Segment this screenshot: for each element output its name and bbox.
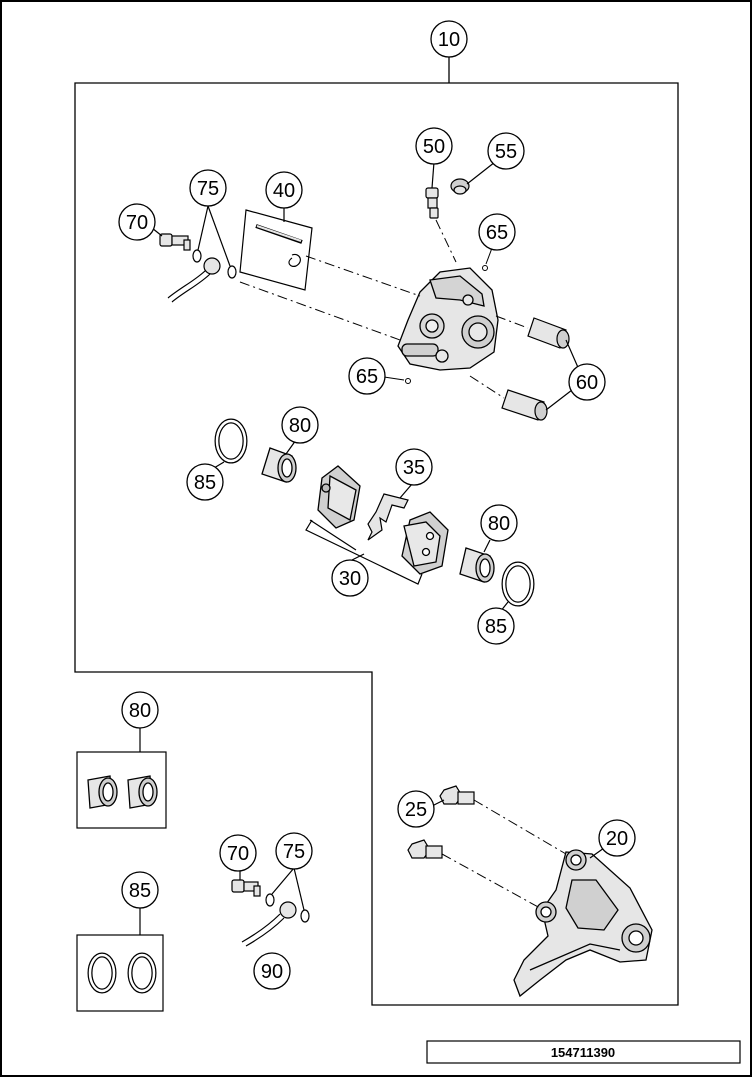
callout-65-upper: 65: [478, 213, 516, 251]
callout-40: 40: [265, 171, 303, 209]
brake-pad-left: [317, 465, 361, 529]
callout-80-mid-label: 80: [488, 513, 510, 535]
screw-65-lower: [405, 378, 411, 384]
washer-lower-1: [265, 893, 275, 907]
callout-85-box-label: 85: [129, 880, 151, 902]
bleeder-screw-part: [425, 187, 439, 219]
washer-lower-2: [300, 909, 310, 923]
callout-80-box-label: 80: [129, 700, 151, 722]
callout-55-label: 55: [495, 141, 517, 163]
callout-60: 60: [568, 363, 606, 401]
reference-number: 154711390: [551, 1045, 615, 1060]
callout-80-box: 80: [121, 691, 159, 729]
callout-30-label: 30: [339, 568, 361, 590]
callout-10-label: 10: [438, 29, 460, 51]
callout-80-upper-label: 80: [289, 415, 311, 437]
callout-25-label: 25: [405, 799, 427, 821]
callout-40-label: 40: [273, 180, 295, 202]
washer-upper-1: [192, 249, 202, 263]
callout-75-upper-label: 75: [197, 178, 219, 200]
callout-30: 30: [331, 559, 369, 597]
assembly-outline: [74, 82, 679, 1006]
screw-65-top: [482, 265, 488, 271]
callout-70-upper-label: 70: [126, 212, 148, 234]
piston-80-right: [459, 547, 495, 583]
piston-80-left: [261, 447, 297, 483]
callout-25: 25: [397, 790, 435, 828]
seal-kit-rings: [87, 952, 157, 994]
caliper-bracket-part: [513, 849, 653, 998]
callout-85-mid: 85: [477, 607, 515, 645]
callout-75-upper: 75: [189, 169, 227, 207]
callout-70-upper: 70: [118, 203, 156, 241]
callout-75-lower-label: 75: [283, 841, 305, 863]
callout-50: 50: [415, 127, 453, 165]
banjo-bolt-upper: [159, 233, 191, 251]
reference-box: [426, 1040, 741, 1064]
callout-80-mid: 80: [480, 504, 518, 542]
banjo-bolt-lower: [231, 879, 261, 897]
callout-90: 90: [253, 952, 291, 990]
piston-kit-pistons: [87, 775, 158, 809]
piston-kit-box: [76, 751, 167, 829]
bracket-bolt-upper: [439, 785, 475, 805]
brake-hose-lower: [241, 901, 297, 947]
pad-spring-35: [367, 493, 409, 541]
bracket-bolt-lower: [407, 839, 443, 859]
callout-65-lower: 65: [348, 357, 386, 395]
callout-35-label: 35: [403, 457, 425, 479]
pin-kit-plate: [239, 209, 313, 291]
pin-sleeve-upper: [527, 317, 570, 349]
brake-hose-upper: [167, 257, 221, 303]
callout-90-label: 90: [261, 961, 283, 983]
callout-75-lower: 75: [275, 832, 313, 870]
callout-20-label: 20: [606, 828, 628, 850]
seal-kit-box: [76, 934, 164, 1012]
callout-35: 35: [395, 448, 433, 486]
pin-sleeve-lower: [501, 389, 548, 421]
bleeder-cap-part: [450, 178, 470, 195]
callout-65-upper-label: 65: [486, 222, 508, 244]
callout-55: 55: [487, 132, 525, 170]
callout-10: 10: [430, 20, 468, 58]
callout-70-lower: 70: [219, 834, 257, 872]
callout-85-mid-label: 85: [485, 616, 507, 638]
brake-caliper-part: [397, 267, 499, 371]
callout-60-label: 60: [576, 372, 598, 394]
callout-20: 20: [598, 819, 636, 857]
callout-80-upper: 80: [281, 406, 319, 444]
callout-50-label: 50: [423, 136, 445, 158]
callout-85-upper-label: 85: [194, 472, 216, 494]
callout-85-upper: 85: [186, 463, 224, 501]
pad-set-bracket: [305, 519, 423, 585]
washer-upper-2: [227, 265, 237, 279]
brake-pad-right: [401, 511, 449, 575]
callout-70-lower-label: 70: [227, 843, 249, 865]
callout-65-lower-label: 65: [356, 366, 378, 388]
callout-85-box: 85: [121, 871, 159, 909]
